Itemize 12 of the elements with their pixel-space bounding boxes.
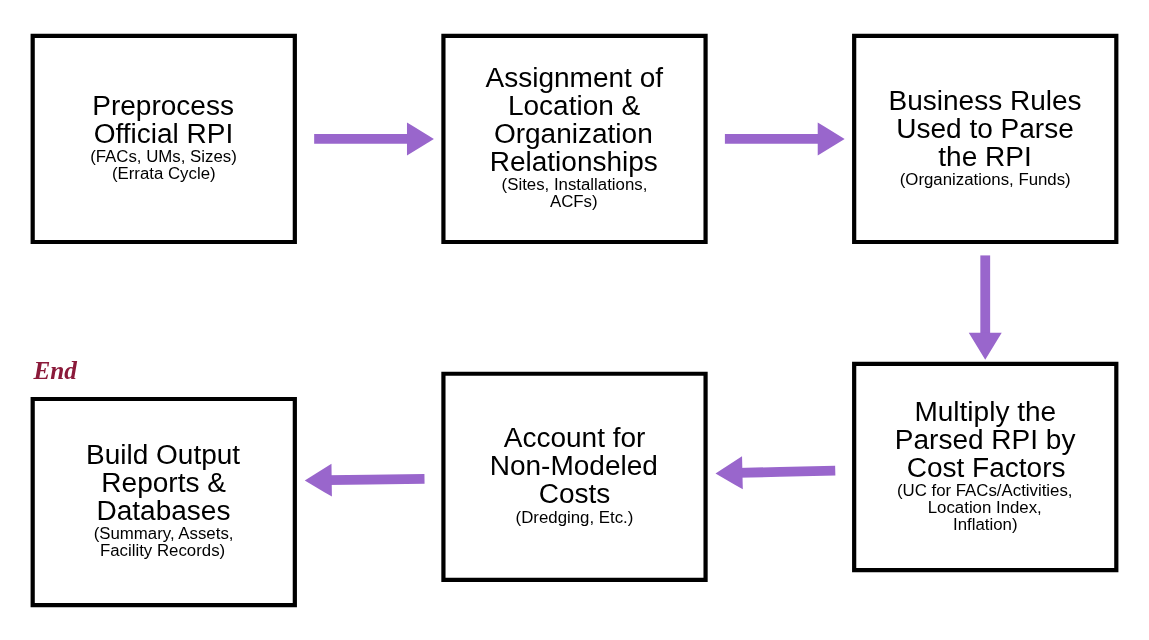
arrow — [968, 254, 1002, 360]
node-box: Assignment of Location & Organization Relationships (Sites, Installations, ACFs) — [441, 33, 708, 244]
node-label: End — [33, 356, 77, 384]
node-box: Multiply the Parsed RPI by Cost Factors (UC for FACs/Activities, Location Index, Inflation) — [852, 361, 1119, 572]
arrow — [314, 122, 434, 155]
node-box: Account for Non-Modeled Costs (Dredging, Etc.) — [441, 371, 708, 582]
arrow — [304, 463, 425, 497]
node-box: Business Rules Used to Parse the RPI (Organizations, Funds) — [852, 33, 1119, 244]
node-box: Build Output Reports & Databases (Summary, Assets, Facility Records) — [30, 396, 297, 607]
arrow — [715, 455, 836, 489]
node-box: Preprocess Official RPI (FACs, UMs, Sizes) (Errata Cycle) — [30, 33, 297, 244]
arrow — [724, 122, 845, 155]
